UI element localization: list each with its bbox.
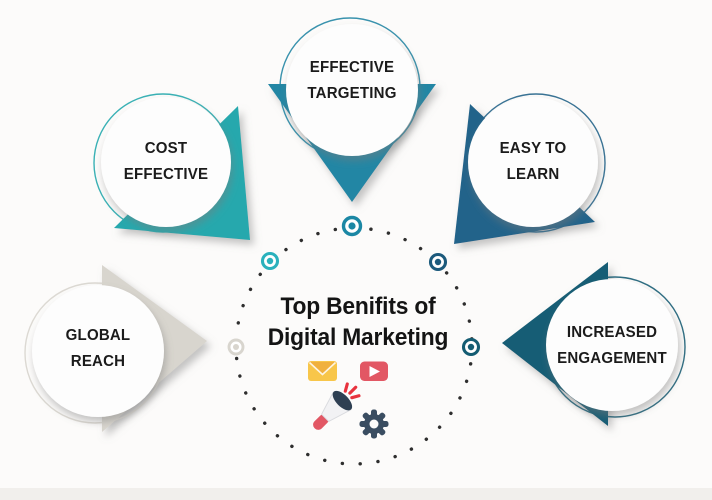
marker-top: [341, 215, 363, 237]
megaphone-icon: [313, 382, 361, 430]
marker-left: [227, 338, 245, 356]
node-label-increased-engagement: INCREASED ENGAGEMENT: [549, 320, 675, 372]
marker-upper-right-dot: [434, 258, 442, 266]
node-label-global-reach: GLOBAL REACH: [35, 323, 161, 375]
envelope-fold-line: [308, 361, 337, 376]
bottom-strip: [0, 488, 712, 500]
cost-effective-ring: [93, 93, 233, 233]
marker-right: [461, 337, 481, 357]
easy-to-learn-line1: EASY TO: [499, 140, 567, 157]
easy-to-learn-circle: [468, 97, 598, 227]
node-label-cost-effective: COST EFFECTIVE: [103, 136, 229, 188]
node-increased-engagement: [502, 262, 686, 426]
increased-engagement-ring: [544, 276, 686, 418]
global-reach-line1: GLOBAL: [65, 327, 131, 344]
diagram-title: Top Benifits of Digital Marketing: [235, 291, 482, 353]
cost-effective-circle: [101, 97, 231, 227]
increased-engagement-circle: [546, 279, 678, 411]
node-label-easy-to-learn: EASY TO LEARN: [470, 136, 596, 188]
easy-to-learn-line2: LEARN: [506, 166, 560, 183]
marker-upper-left-dot: [266, 257, 274, 265]
global-reach-circle: [32, 285, 164, 417]
envelope-icon: [308, 361, 337, 381]
node-global-reach: [24, 265, 207, 432]
marker-upper-left: [260, 251, 280, 271]
gear-hole: [369, 419, 379, 429]
effective-targeting-line2: TARGETING: [307, 85, 397, 102]
diagram-title-line2: Digital Marketing: [267, 324, 449, 351]
effective-targeting-circle: [286, 24, 418, 156]
diagram-title-line1: Top Benifits of: [280, 293, 436, 320]
effective-targeting-line1: EFFECTIVE: [309, 59, 395, 76]
node-effective-targeting: [268, 17, 436, 202]
effective-targeting-ring: [279, 17, 421, 159]
increased-engagement-line1: INCREASED: [566, 324, 658, 341]
node-cost-effective: [93, 93, 250, 240]
marker-upper-right: [428, 252, 448, 272]
marker-top-dot: [348, 222, 356, 230]
increased-engagement-line2: ENGAGEMENT: [557, 350, 667, 367]
global-reach-ring: [24, 282, 166, 424]
easy-to-learn-ring: [466, 93, 606, 233]
cost-effective-line1: COST: [144, 140, 188, 157]
cost-effective-line2: EFFECTIVE: [123, 166, 209, 183]
global-reach-line2: REACH: [70, 353, 126, 370]
megaphone-sparks: [343, 382, 361, 400]
marker-right-dot: [467, 343, 475, 351]
marker-left-dot: [233, 344, 239, 350]
envelope-flap: [309, 362, 336, 375]
node-label-effective-targeting: EFFECTIVE TARGETING: [289, 55, 415, 107]
video-play-icon: [360, 361, 388, 381]
video-play-glyph: [369, 366, 380, 377]
gear-icon: [359, 409, 389, 439]
node-easy-to-learn: [454, 93, 606, 244]
megaphone-bell: [332, 390, 353, 411]
